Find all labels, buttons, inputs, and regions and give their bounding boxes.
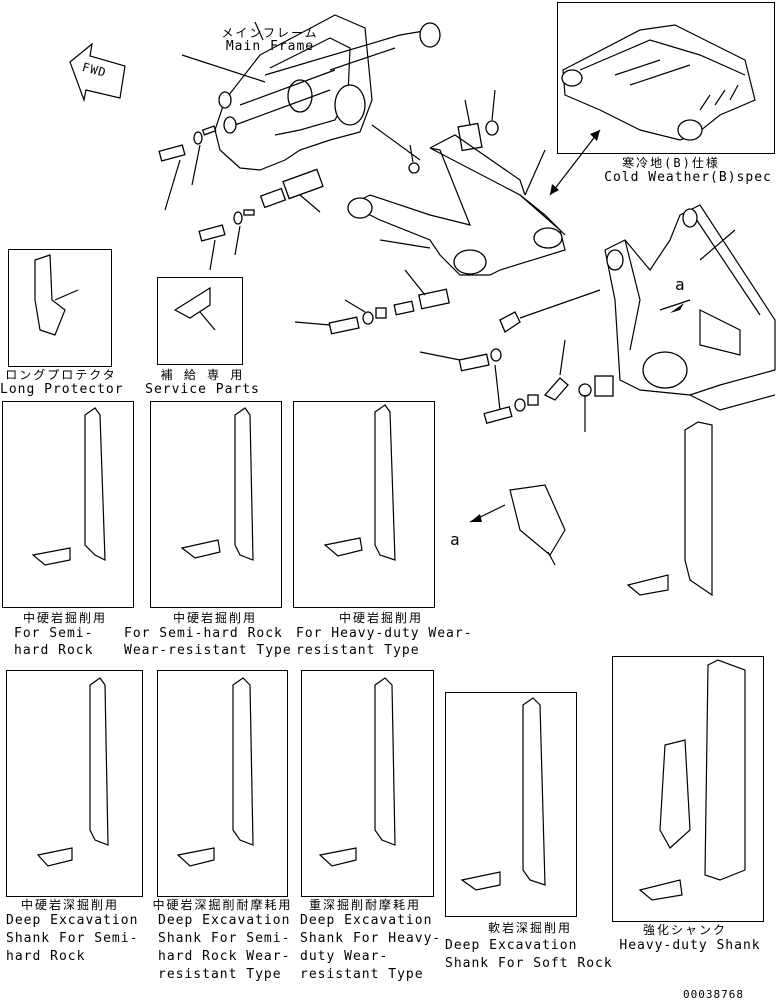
arrow-a-label-1: a	[675, 275, 686, 294]
service-parts-label-jp: 補 給 専 用	[160, 368, 245, 382]
shank-7-label-jp: 軟岩深掘削用	[487, 921, 572, 935]
shank-4-label-en3: hard Rock	[6, 949, 86, 964]
long-protector-label-en: Long Protector	[0, 382, 124, 397]
shank-6-label-en1: Deep Excavation	[300, 913, 433, 928]
shank-box-7	[445, 692, 577, 917]
shank-5-label-en1: Deep Excavation	[158, 913, 291, 928]
shank-3-label-en1: For Heavy-duty Wear-	[296, 626, 473, 641]
shank-box-2	[150, 401, 282, 608]
shank-3-label-jp: 中硬岩掘削用	[338, 611, 423, 625]
shank-5-label-en3: hard Rock Wear-	[158, 949, 291, 964]
shank-box-1	[2, 401, 134, 608]
shank-box-6	[301, 670, 434, 897]
protector-plate-drawing	[469, 484, 566, 566]
shank-box-8	[612, 656, 764, 922]
arrow-a-label-2: a	[450, 530, 461, 549]
shank-1-label-en1: For Semi-	[14, 626, 94, 641]
shank-4-label-en2: Shank For Semi-	[6, 931, 139, 946]
service-part-drawing	[173, 286, 216, 331]
shank-box-5	[157, 670, 288, 897]
shank-5-label-jp: 中硬岩深掘削耐摩耗用	[152, 898, 293, 912]
shank-1-label-jp: 中硬岩掘削用	[22, 611, 107, 625]
ripper-beam-drawing	[347, 134, 566, 276]
shank-4-label-jp: 中硬岩深掘削用	[20, 898, 119, 912]
long-protector-box	[8, 249, 112, 367]
bracket-drawing	[604, 204, 776, 411]
shank-drawings	[31, 404, 746, 901]
shank-5-label-en4: resistant Type	[158, 967, 282, 982]
long-protector-label-jp: ロングプロテクタ	[5, 368, 117, 382]
shank-2-label-jp: 中硬岩掘削用	[172, 611, 257, 625]
shank-2-label-en1: For Semi-hard Rock	[124, 626, 283, 641]
shank-2-label-en2: Wear-resistant Type	[124, 643, 292, 658]
pin-bolt-parts	[158, 125, 324, 271]
long-protector-drawing	[34, 254, 79, 336]
cold-weather-beam-drawing	[561, 24, 756, 141]
shank-3-label-en2: resistant Type	[296, 643, 420, 658]
shank-6-label-jp: 重深掘削耐摩耗用	[308, 898, 421, 912]
shank-6-label-en4: resistant Type	[300, 967, 424, 982]
shank-7-label-en2: Shank For Soft Rock	[445, 956, 613, 971]
shank-6-label-en3: duty Wear-	[300, 949, 389, 964]
shank-1-label-en2: hard Rock	[14, 643, 94, 658]
drawing-number: 00038768	[683, 988, 744, 1001]
cold-weather-box	[557, 2, 775, 154]
shank-7-label-en1: Deep Excavation	[445, 938, 578, 953]
shank-8-label-en1: Heavy-duty Shank	[619, 938, 761, 953]
shank-box-4	[6, 670, 143, 897]
double-arrow-icon	[549, 129, 601, 196]
service-parts-label-en: Service Parts	[145, 382, 260, 397]
shank-4-label-en1: Deep Excavation	[6, 913, 139, 928]
shank-box-3	[293, 401, 435, 608]
bushing-parts	[371, 89, 499, 174]
cold-weather-label-jp: 寒冷地(B)仕様	[622, 156, 720, 170]
service-parts-box	[157, 277, 243, 365]
cold-weather-label-en: Cold Weather(B)spec	[604, 170, 772, 185]
main-frame-label-en: Main Frame	[225, 39, 315, 54]
shank-6-label-en2: Shank For Heavy-	[300, 931, 442, 946]
lower-pin-parts	[294, 269, 614, 432]
fwd-arrow-icon	[69, 42, 126, 103]
shank-8-label-jp: 強化シャンク	[642, 923, 727, 937]
shank-5-label-en2: Shank For Semi-	[158, 931, 291, 946]
main-frame-label-jp: メインフレーム	[221, 26, 319, 40]
main-frame-drawing	[181, 14, 441, 171]
